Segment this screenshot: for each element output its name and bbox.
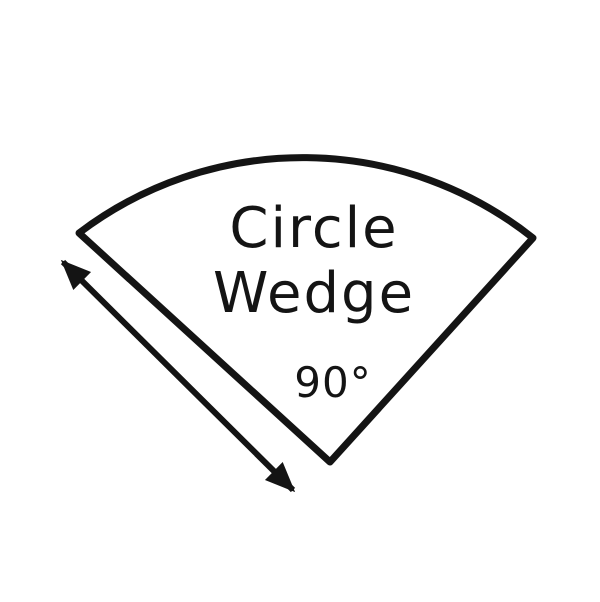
wedge-outline	[75, 154, 537, 466]
angle-label: 90°	[294, 358, 371, 407]
dimension-arrow	[60, 259, 296, 493]
title-line1: Circle	[229, 196, 398, 261]
title-line2: Wedge	[213, 261, 415, 326]
